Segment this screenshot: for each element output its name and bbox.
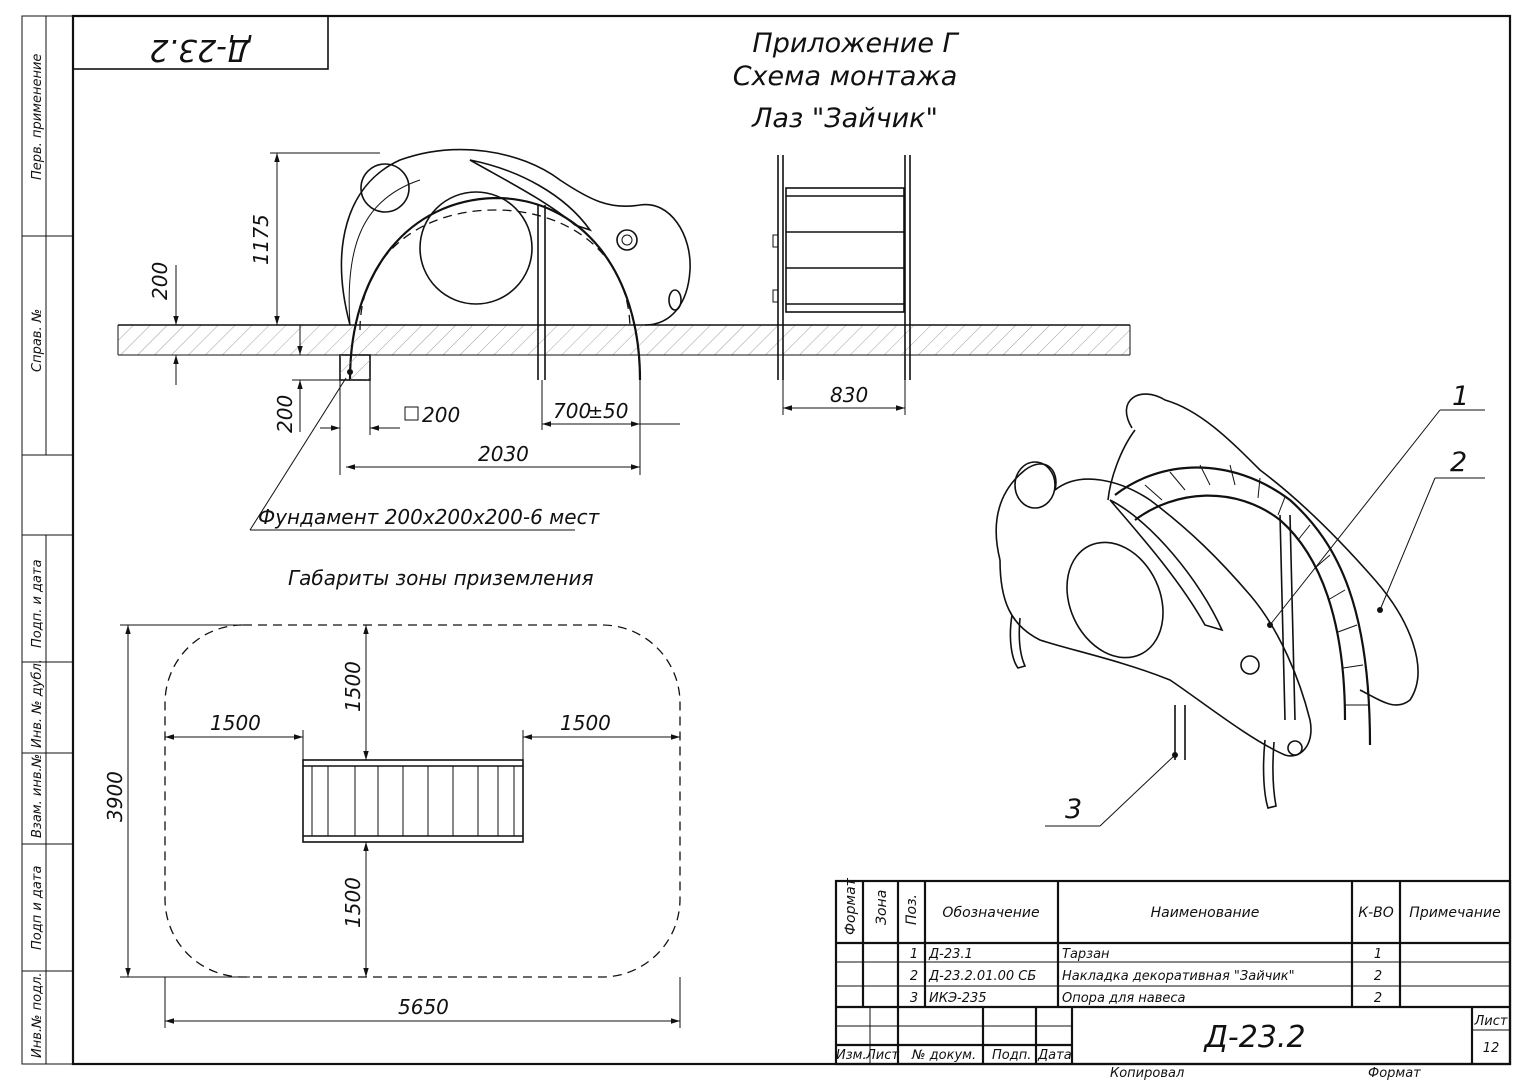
tb-sheet-number: 12 — [1483, 1041, 1500, 1056]
spec-header-designation: Обозначение — [942, 905, 1039, 921]
zone-dim-right: 1500 — [560, 711, 611, 735]
callout-3: 3 — [1065, 794, 1082, 825]
spec-row-3-pos: 3 — [910, 991, 918, 1006]
landing-zone: Габариты зоны приземления 1500 1500 1500… — [103, 566, 681, 1028]
title-line-3: Лаз "Зайчик" — [751, 103, 938, 134]
corner-stamp: Д-23.2 — [72, 15, 329, 70]
side-label-podp-data-2: Подп и дата — [30, 866, 45, 950]
dim-height-1175: 1175 — [249, 214, 273, 265]
zone-caption: Габариты зоны приземления — [288, 566, 594, 590]
side-label-inv-podl: Инв.№ подл. — [30, 972, 45, 1058]
side-view-dimensions: 1175 200 200 200 700 ± 50 2030 Фундамент… — [148, 152, 680, 531]
spec-row-1-designation: Д-23.1 — [928, 947, 973, 962]
zone-dim-bottom: 1500 — [341, 877, 365, 928]
tb-list: Лист — [865, 1048, 899, 1063]
dim-pm-sign: ± — [588, 402, 603, 423]
side-label-podp-data-1: Подп. и дата — [30, 559, 45, 648]
tb-sheet-label: Лист — [1474, 1014, 1508, 1029]
spec-header-format: Формат — [843, 877, 859, 935]
footer-kopiroval: Копировал — [1110, 1066, 1184, 1080]
spec-row-3-name: Опора для навеса — [1062, 991, 1186, 1006]
dim-700: 700 — [553, 399, 591, 423]
spec-row-3-qty: 2 — [1374, 991, 1382, 1006]
callout-1: 1 — [1452, 381, 1469, 412]
spec-header-qty: К-ВО — [1358, 905, 1394, 921]
tb-podp: Подп. — [992, 1048, 1031, 1063]
side-label-strip: Перв. применение Справ. № Подп. и дата И… — [22, 16, 73, 1064]
dim-width-2030: 2030 — [478, 442, 529, 466]
side-label-inv-dubl: Инв. № дубл. — [30, 659, 45, 748]
zone-dim-height: 3900 — [103, 771, 127, 822]
drawing-title: Приложение Г Схема монтажа Лаз "Зайчик" — [733, 28, 960, 134]
zone-dim-top: 1500 — [341, 661, 365, 712]
isometric-view: 1 2 3 — [995, 381, 1485, 827]
spec-header-zone: Зона — [874, 890, 890, 925]
title-line-2: Схема монтажа — [733, 61, 958, 92]
specification-table: Формат Зона Поз. Обозначение Наименовани… — [834, 877, 1512, 1066]
callout-2: 2 — [1450, 447, 1467, 478]
side-view-bunny — [339, 148, 691, 381]
title-line-1: Приложение Г — [752, 28, 959, 59]
spec-row-1-name: Тарзан — [1062, 947, 1110, 962]
dim-pm-50: 50 — [603, 399, 628, 423]
spec-row-1-pos: 1 — [910, 947, 918, 962]
corner-stamp-text: Д-23.2 — [149, 32, 252, 67]
spec-row-2-name: Накладка декоративная "Зайчик" — [1062, 969, 1295, 984]
dim-200-bottom: 200 — [273, 395, 297, 433]
spec-header-name: Наименование — [1151, 905, 1260, 921]
spec-row-2-qty: 2 — [1374, 969, 1382, 984]
side-label-vzam-inv: Взам. инв.№ — [30, 754, 45, 838]
footer-format: Формат — [1368, 1066, 1421, 1080]
tb-ndoc: № докум. — [911, 1048, 976, 1063]
foundation-note: Фундамент 200х200х200-6 мест — [258, 505, 601, 529]
ground-section — [117, 324, 1131, 356]
front-view: 830 — [772, 155, 911, 415]
zone-dim-width: 5650 — [398, 995, 449, 1019]
dim-width-830: 830 — [830, 383, 868, 407]
dim-200-top: 200 — [148, 262, 172, 300]
tb-doc-number: Д-23.2 — [1202, 1020, 1305, 1055]
tb-izm: Изм. — [836, 1048, 867, 1063]
spec-header-note: Примечание — [1409, 905, 1500, 921]
side-label-perv: Перв. применение — [30, 54, 45, 180]
inner-frame — [71, 14, 1512, 1066]
spec-row-2-designation: Д-23.2.01.00 СБ — [928, 969, 1036, 984]
side-label-sprav: Справ. № — [30, 309, 45, 372]
spec-row-1-qty: 1 — [1374, 947, 1382, 962]
dim-square-200: 200 — [422, 403, 460, 427]
title-block: Изм. Лист № докум. Подп. Дата Д-23.2 Лис… — [836, 1007, 1510, 1064]
spec-row-3-designation: ИКЭ-235 — [929, 991, 987, 1006]
spec-row-2-pos: 2 — [910, 969, 918, 984]
tb-data: Дата — [1037, 1048, 1072, 1063]
outer-frame — [21, 15, 1511, 1065]
zone-dim-left: 1500 — [210, 711, 261, 735]
spec-header-pos: Поз. — [904, 894, 920, 925]
